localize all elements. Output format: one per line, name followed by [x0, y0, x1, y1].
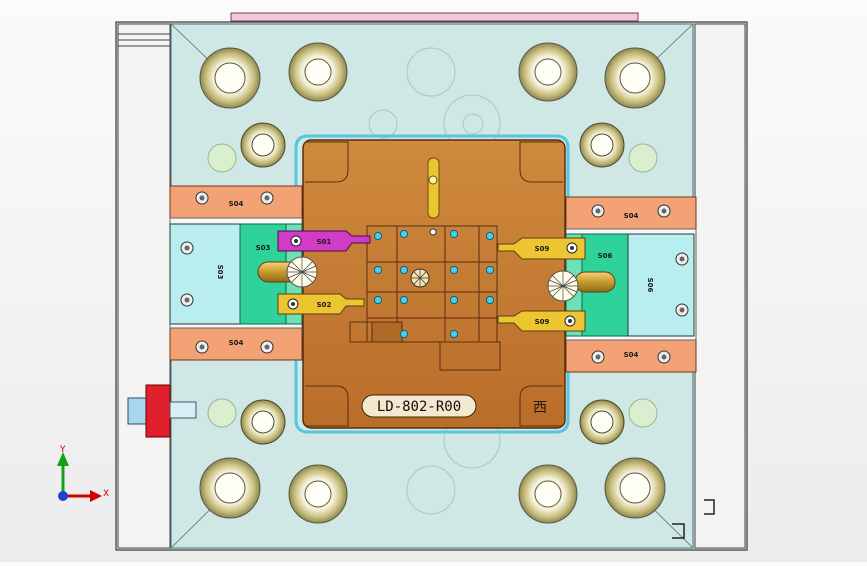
- slider-s01: [277, 230, 371, 252]
- right-guide-rod: [574, 271, 616, 293]
- slider-s09-top: [497, 237, 586, 260]
- slider-s09-bottom: [497, 310, 586, 332]
- faint-gear-bottom-right: [628, 398, 658, 428]
- label-s03-top: S03: [256, 244, 271, 252]
- triad-y-label: Y: [59, 445, 66, 455]
- label-s04-top-left: S04: [229, 200, 244, 208]
- cavity-emblem: 西: [533, 400, 547, 416]
- sprue-slot: [427, 157, 440, 219]
- label-s01: S01: [317, 238, 332, 246]
- faint-gear-bottom-left: [207, 398, 237, 428]
- label-s04-top-right: S04: [624, 212, 639, 220]
- coordinate-triad-icon: Y X: [57, 445, 109, 502]
- corner-mark-top: [704, 499, 715, 515]
- right-side-plate: [694, 23, 746, 549]
- ejector-pins: [373, 229, 495, 339]
- triad-x-label: X: [103, 489, 109, 499]
- label-s06-top: S06: [598, 252, 613, 260]
- red-plug: [145, 384, 171, 438]
- top-rail: [230, 12, 639, 22]
- red-plug-housing: [127, 397, 147, 425]
- label-s04-bottom-left: S04: [229, 339, 244, 347]
- label-s04-bottom-right: S04: [624, 351, 639, 359]
- label-s06-vertical: S06: [646, 278, 654, 293]
- label-s09-top: S09: [535, 245, 550, 253]
- cavity-pocket-outline: [294, 134, 570, 434]
- part-number-plate: [361, 394, 477, 418]
- left-side-plate: [117, 23, 171, 549]
- label-s09-bottom: S09: [535, 318, 550, 326]
- return-pin-bushings: [240, 122, 625, 445]
- part-number: LD-802-R00: [377, 399, 461, 415]
- faint-gear-right: [628, 143, 658, 173]
- label-s03-vertical: S03: [216, 265, 224, 280]
- label-s02: S02: [317, 301, 332, 309]
- slider-s02: [277, 293, 365, 315]
- guide-bushings: [199, 42, 666, 524]
- faint-gear-left: [207, 143, 237, 173]
- corner-mark-bottom: [672, 523, 685, 539]
